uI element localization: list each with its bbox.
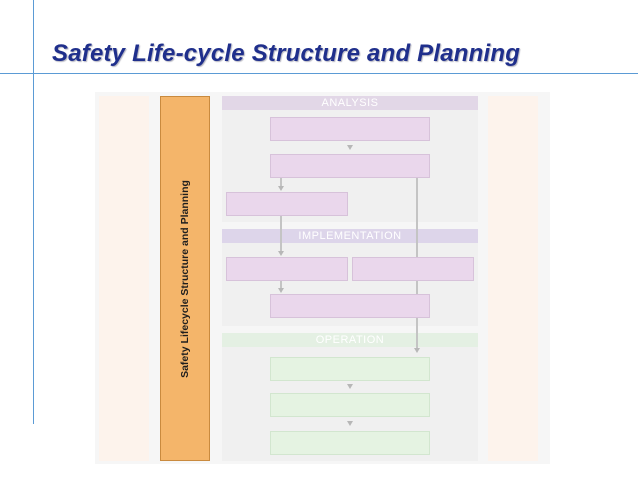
left-side-column xyxy=(99,96,149,461)
slide-title: Safety Life-cycle Structure and Planning xyxy=(52,40,521,67)
operation-box xyxy=(270,393,430,417)
horizontal-accent-rule xyxy=(0,73,638,74)
arrow-down-icon xyxy=(347,421,353,426)
operation-box xyxy=(270,431,430,455)
vertical-accent-rule xyxy=(33,0,34,424)
operation-box xyxy=(270,357,430,381)
implementation-box xyxy=(270,294,430,318)
implementation-box xyxy=(226,257,348,281)
arrow-down-icon xyxy=(278,251,284,256)
connector-line xyxy=(280,216,282,252)
structure-planning-bar: Safety Lifecycle Structure and Planning xyxy=(160,96,210,461)
structure-planning-label: Safety Lifecycle Structure and Planning xyxy=(179,179,191,378)
analysis-box xyxy=(270,154,430,178)
implementation-header: IMPLEMENTATION xyxy=(222,229,478,243)
right-side-column xyxy=(488,96,538,461)
arrow-down-icon xyxy=(278,288,284,293)
analysis-header: ANALYSIS xyxy=(222,96,478,110)
implementation-box xyxy=(352,257,474,281)
connector-line xyxy=(280,178,282,187)
arrow-down-icon xyxy=(347,384,353,389)
operation-header: OPERATION xyxy=(222,333,478,347)
connector-line xyxy=(280,281,282,289)
arrow-down-icon xyxy=(347,145,353,150)
analysis-box xyxy=(270,117,430,141)
arrow-down-icon xyxy=(414,348,420,353)
analysis-box xyxy=(226,192,348,216)
arrow-down-icon xyxy=(278,186,284,191)
